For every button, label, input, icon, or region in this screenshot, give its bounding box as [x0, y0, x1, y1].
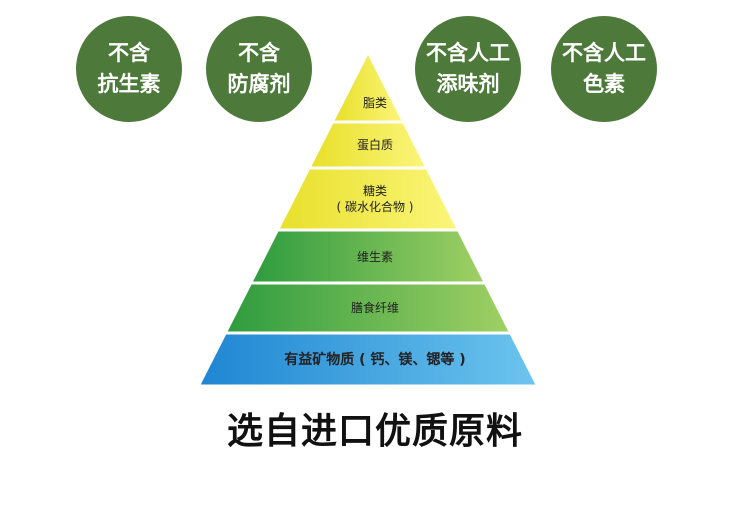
badge-line2: 抗生素: [97, 72, 161, 96]
badge-line2: 添味剂: [436, 72, 500, 96]
layer-fiber: [227, 284, 509, 332]
layer-vitamins: [253, 231, 483, 282]
layer-lipids-label: 脂类: [362, 95, 387, 110]
badge-no-antibiotics: 不含 抗生素: [76, 16, 182, 122]
layer-minerals-label: 有益矿物质 ( 钙、镁、锶等 ): [284, 351, 466, 368]
layer-carbs-sublabel: ( 碳水化合物 ): [336, 200, 414, 214]
badge-line1: 不含人工: [426, 41, 510, 65]
layer-minerals: [200, 334, 536, 385]
layer-vitamins-label: 维生素: [356, 249, 393, 264]
badge-line1: 不含人工: [562, 41, 646, 65]
layer-fiber-label: 膳食纤维: [350, 301, 399, 315]
layer-carbs: [279, 169, 457, 229]
layer-protein-label: 蛋白质: [356, 138, 393, 152]
layer-carbs-label: 糖类: [362, 184, 387, 198]
badge-line1: 不含: [108, 41, 150, 65]
badge-no-artificial-flavor: 不含人工 添味剂: [415, 16, 521, 122]
caption: 选自进口优质原料: [226, 411, 523, 452]
layer-protein: [311, 123, 425, 167]
badge-no-preservatives: 不含 防腐剂: [206, 16, 312, 122]
badge-no-artificial-color: 不含人工 色素: [551, 16, 657, 122]
badge-line2: 防腐剂: [227, 72, 291, 96]
badge-line2: 色素: [583, 72, 625, 96]
layer-lipids: [334, 55, 402, 121]
badge-line1: 不含: [238, 41, 280, 65]
